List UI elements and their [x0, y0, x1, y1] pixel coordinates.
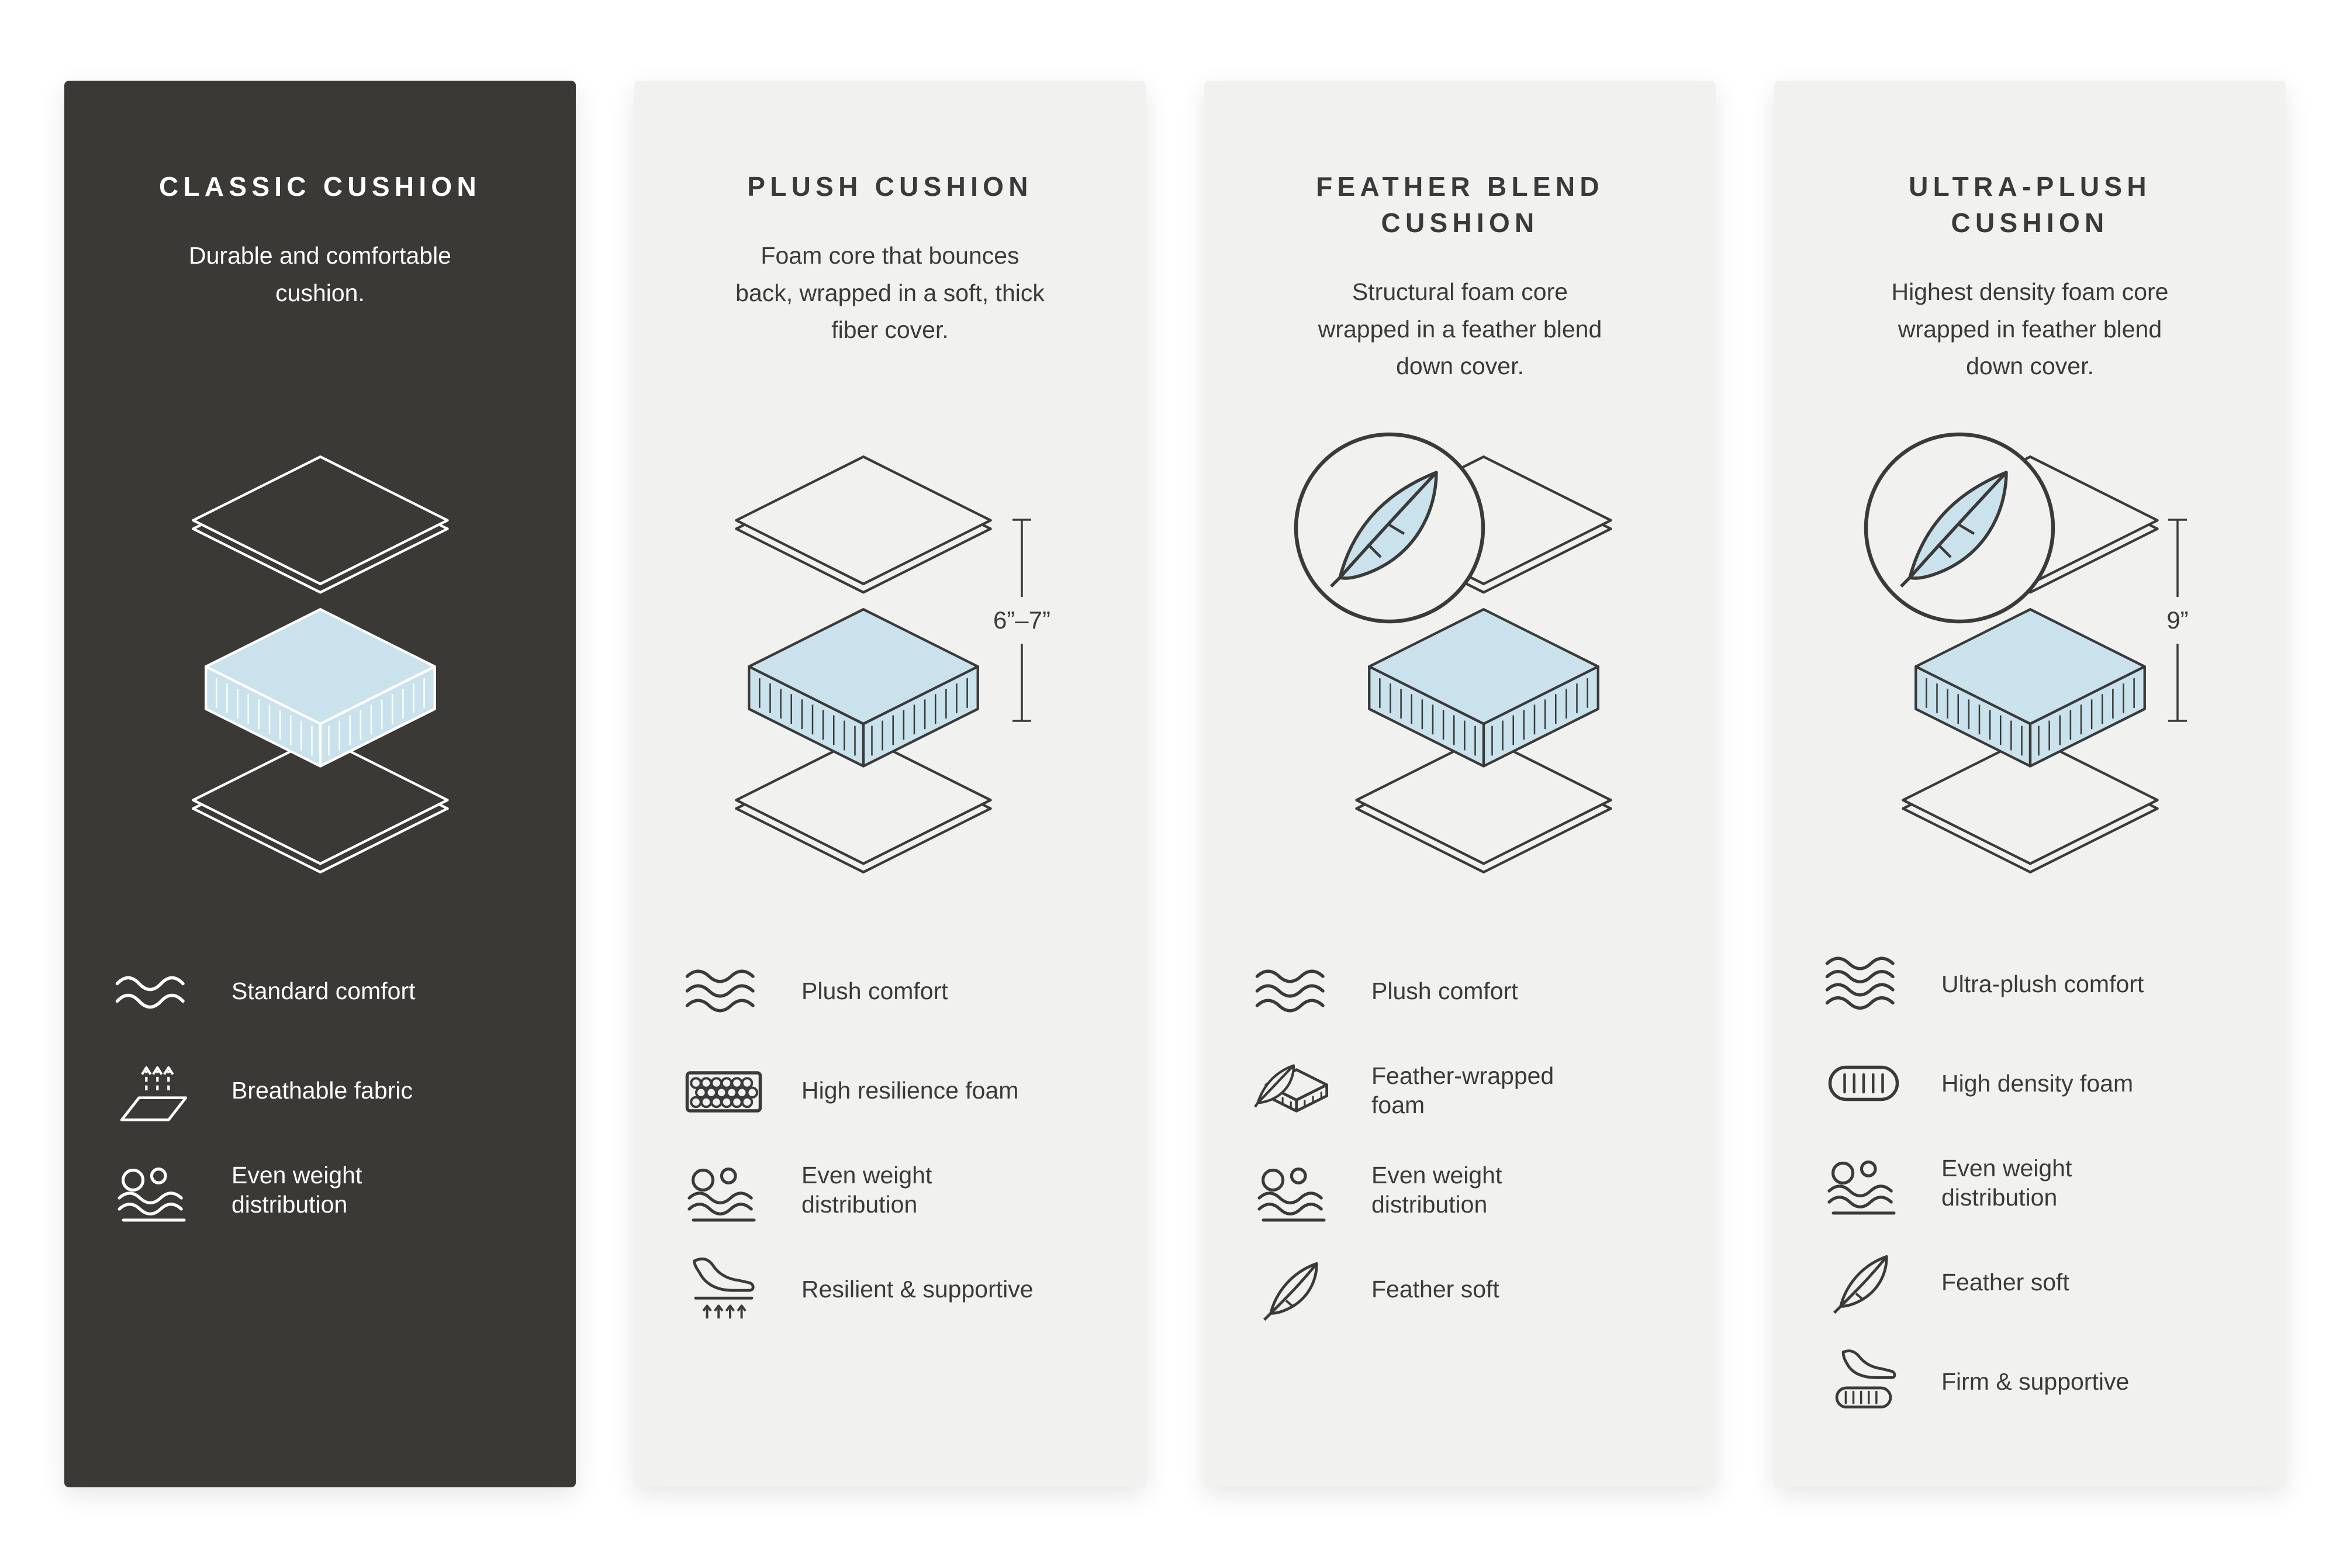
- feature-label: Even weight distribution: [231, 1161, 362, 1218]
- cushion-layers-illustration: [151, 453, 490, 876]
- feature-label: Ultra-plush comfort: [1941, 970, 2144, 997]
- feature-plush-comfort: Plush comfort: [680, 956, 1100, 1025]
- panel-title: FEATHER BLEND CUSHION: [1316, 171, 1604, 239]
- feature-feather-soft: Feather soft: [1250, 1255, 1670, 1324]
- panel-header: CLASSIC CUSHION Durable and comfortable …: [110, 168, 530, 449]
- feature-label: Feather soft: [1371, 1275, 1499, 1303]
- density-foam-icon: [1820, 1049, 1907, 1118]
- feature-label: Plush comfort: [1371, 977, 1518, 1004]
- feature-label: High density foam: [1941, 1069, 2134, 1097]
- feature-firm-supportive: Firm & supportive: [1820, 1347, 2240, 1416]
- cushion-diagram: [110, 453, 530, 885]
- feature-label: Feather-wrapped foam: [1371, 1062, 1554, 1118]
- panel-title: CLASSIC CUSHION: [158, 171, 481, 202]
- foam-cells-icon: [680, 1056, 768, 1125]
- measurement-bottom-cap-icon: [1012, 644, 1031, 722]
- press-hand-icon: [1820, 1347, 1907, 1416]
- panel-header: PLUSH CUSHION Foam core that bounces bac…: [680, 168, 1100, 449]
- height-measurement: 6”–7”: [993, 518, 1050, 723]
- feather-foam-icon: [1250, 1056, 1338, 1125]
- feather-icon: [1820, 1248, 1907, 1317]
- features-list: Ultra-plush comfort High density foam Ev…: [1820, 949, 2240, 1446]
- panel-description: Structural foam core wrapped in a feathe…: [1318, 278, 1602, 380]
- cushion-diagram: 6”–7”: [680, 453, 1100, 885]
- panel-header: FEATHER BLEND CUSHION Structural foam co…: [1250, 168, 1670, 449]
- even-weight-icon: [680, 1155, 768, 1224]
- feature-even-weight: Even weight distribution: [1250, 1155, 1670, 1224]
- feature-label: Resilient & supportive: [801, 1275, 1034, 1303]
- feature-label: High resilience foam: [801, 1076, 1019, 1104]
- panel-ultra-plush-cushion: ULTRA-PLUSH CUSHION Highest density foam…: [1774, 81, 2286, 1487]
- panel-plush-cushion: PLUSH CUSHION Foam core that bounces bac…: [634, 81, 1146, 1487]
- cushion-diagram: 9”: [1820, 453, 2240, 878]
- panel-header: ULTRA-PLUSH CUSHION Highest density foam…: [1820, 168, 2240, 449]
- measurement-bottom-cap-icon: [2168, 644, 2187, 722]
- feature-even-weight: Even weight distribution: [1820, 1148, 2240, 1217]
- features-list: Standard comfort Breathable fabric Even …: [110, 956, 530, 1255]
- even-weight-icon: [1250, 1155, 1338, 1224]
- feature-label: Feather soft: [1941, 1268, 2069, 1296]
- feature-label: Standard comfort: [231, 977, 416, 1004]
- feature-resilient-supportive: Resilient & supportive: [680, 1255, 1100, 1324]
- panel-description: Foam core that bounces back, wrapped in …: [735, 242, 1045, 344]
- waves-icon: [110, 956, 198, 1025]
- features-list: Plush comfort Feather-wrapped foam Even …: [1250, 956, 1670, 1354]
- features-list: Plush comfort High resilience foam Even …: [680, 956, 1100, 1354]
- feature-high-resilience-foam: High resilience foam: [680, 1056, 1100, 1125]
- feature-label: Breathable fabric: [231, 1076, 413, 1104]
- feature-feather-soft: Feather soft: [1820, 1248, 2240, 1317]
- feature-standard-comfort: Standard comfort: [110, 956, 530, 1025]
- waves-icon: [1250, 956, 1338, 1025]
- feature-high-density-foam: High density foam: [1820, 1049, 2240, 1118]
- feature-label: Even weight distribution: [1941, 1154, 2072, 1211]
- measurement-top-cap-icon: [1012, 519, 1031, 597]
- measurement-top-cap-icon: [2168, 519, 2187, 597]
- panel-title: ULTRA-PLUSH CUSHION: [1909, 171, 2151, 239]
- feature-label: Firm & supportive: [1941, 1367, 2130, 1395]
- feather-icon: [1250, 1255, 1338, 1324]
- even-weight-icon: [1820, 1148, 1907, 1217]
- panel-classic-cushion: CLASSIC CUSHION Durable and comfortable …: [64, 81, 576, 1487]
- cushion-layers-illustration: [694, 453, 1033, 876]
- feature-breathable-fabric: Breathable fabric: [110, 1056, 530, 1125]
- panel-description: Durable and comfortable cushion.: [189, 242, 451, 306]
- feature-even-weight: Even weight distribution: [680, 1155, 1100, 1224]
- panel-feather-blend-cushion: FEATHER BLEND CUSHION Structural foam co…: [1204, 81, 1716, 1487]
- panel-description: Highest density foam core wrapped in fea…: [1891, 278, 2169, 380]
- feature-even-weight: Even weight distribution: [110, 1155, 530, 1224]
- measurement-label: 9”: [2166, 606, 2189, 634]
- waves-icon: [1820, 949, 1907, 1018]
- feature-label: Plush comfort: [801, 977, 948, 1004]
- cushion-diagram: [1250, 453, 1670, 885]
- feather-badge-icon: [1287, 426, 1492, 630]
- feature-ultra-plush-comfort: Ultra-plush comfort: [1820, 949, 2240, 1018]
- height-measurement: 9”: [2165, 518, 2190, 723]
- press-hand-icon: [680, 1255, 768, 1324]
- even-weight-icon: [110, 1155, 198, 1224]
- panel-title: PLUSH CUSHION: [747, 171, 1033, 202]
- measurement-label: 6”–7”: [993, 606, 1050, 634]
- feature-plush-comfort: Plush comfort: [1250, 956, 1670, 1025]
- feature-feather-wrapped-foam: Feather-wrapped foam: [1250, 1056, 1670, 1125]
- feature-label: Even weight distribution: [1371, 1161, 1502, 1218]
- waves-icon: [680, 956, 768, 1025]
- feather-badge-icon: [1857, 426, 2062, 630]
- breathable-fabric-icon: [110, 1056, 198, 1125]
- feature-label: Even weight distribution: [801, 1161, 932, 1218]
